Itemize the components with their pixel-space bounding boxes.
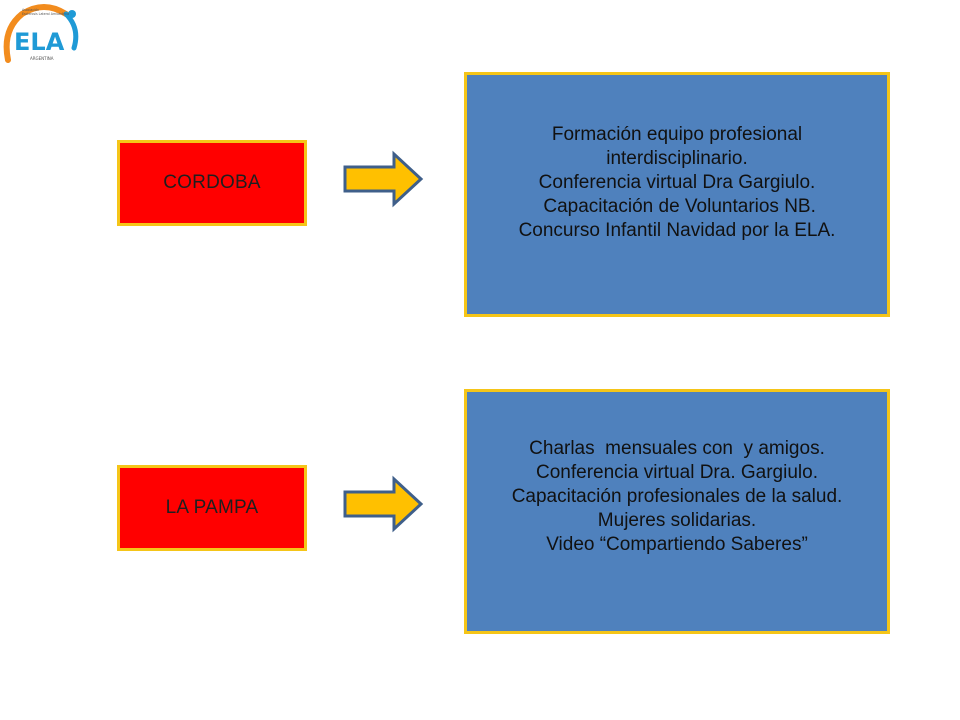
activity-line: interdisciplinario. xyxy=(606,147,748,169)
svg-text:ARGENTINA: ARGENTINA xyxy=(30,56,54,61)
activity-line: Video “Compartiendo Saberes” xyxy=(546,533,808,555)
activity-line: Conferencia virtual Dra Gargiulo. xyxy=(538,171,816,193)
right-arrow-icon xyxy=(342,475,424,533)
activities-box-la-pampa: Charlas mensuales con y amigos. Conferen… xyxy=(464,389,890,634)
activity-line: Conferencia virtual Dra. Gargiulo. xyxy=(536,461,818,483)
region-box-la-pampa: LA PAMPA xyxy=(117,465,307,551)
svg-text:Asociación: Asociación xyxy=(22,8,39,12)
activity-line: Charlas mensuales con y amigos. xyxy=(529,437,825,459)
activity-line: Mujeres solidarias. xyxy=(597,509,757,531)
ela-logo: ELA Asociación Esclerosis Lateral Amiotr… xyxy=(0,0,82,72)
right-arrow-icon xyxy=(342,150,424,208)
activity-line: Capacitación de Voluntarios NB. xyxy=(538,195,816,217)
region-label: CORDOBA xyxy=(163,172,261,193)
region-box-cordoba: CORDOBA xyxy=(117,140,307,226)
activity-line: Concurso Infantil Navidad por la ELA. xyxy=(518,219,836,241)
activity-line: Formación equipo profesional xyxy=(551,123,803,145)
svg-text:ELA: ELA xyxy=(14,28,65,56)
ela-logo-icon: ELA Asociación Esclerosis Lateral Amiotr… xyxy=(3,4,79,63)
region-label: LA PAMPA xyxy=(165,497,259,518)
activity-line: Capacitación profesionales de la salud. xyxy=(511,485,843,507)
activities-box-cordoba: Formación equipo profesional interdiscip… xyxy=(464,72,890,317)
svg-text:Esclerosis Lateral Amiotrófica: Esclerosis Lateral Amiotrófica xyxy=(22,12,69,16)
